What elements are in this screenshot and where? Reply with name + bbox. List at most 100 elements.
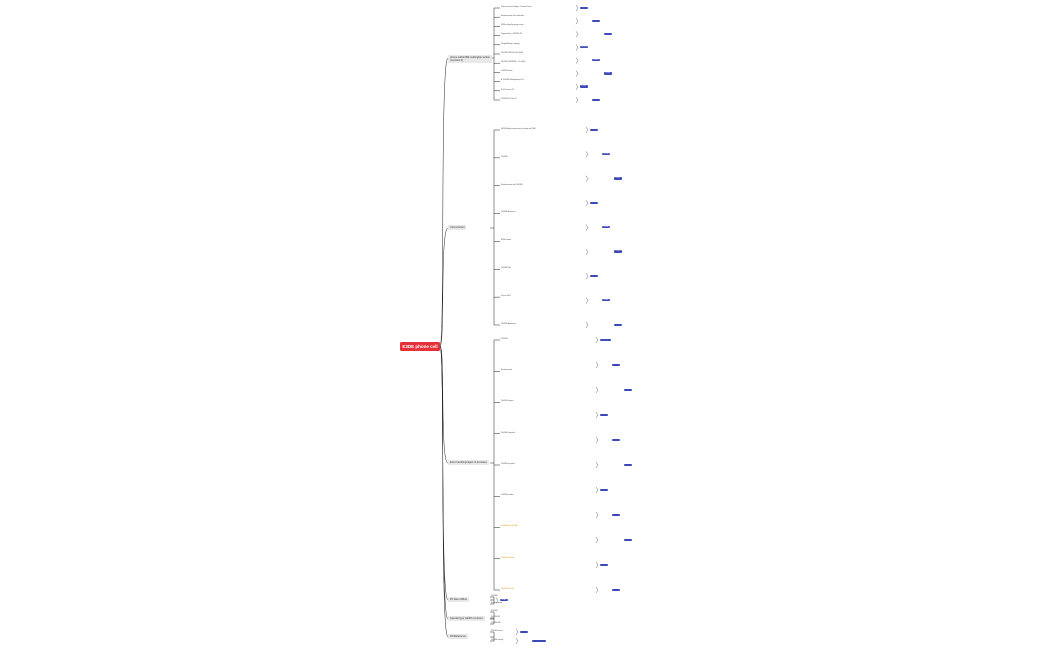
leaf-node[interactable]: Ph-E3DE mailer (501, 71, 513, 73)
tag-badge: Ph-E3 (580, 85, 588, 88)
connector-line (595, 561, 599, 569)
connector-line (585, 321, 589, 329)
tag-badge: Ph_HR (604, 32, 613, 36)
connector-line (585, 199, 589, 207)
tag-badge: Ph_HR (602, 152, 611, 156)
tag-badge: Ph-E3 (604, 72, 612, 75)
tag-badge: Ph_E3 (580, 46, 588, 49)
connector-line (575, 57, 579, 64)
branch-node[interactable]: Special type call/Ph contract (448, 616, 485, 621)
leaf-node[interactable]: Reimbursement with Ph-E3DE (501, 184, 523, 186)
tag-badge: Ph-HR (602, 226, 610, 229)
tag-badge: Ph-E3 (600, 563, 608, 566)
tag-badge: Ph-E3 (500, 599, 508, 602)
connector-line (439, 345, 449, 601)
connector-line (575, 18, 579, 25)
tag-badge: Ph-HR (600, 413, 608, 416)
connector-line (585, 273, 589, 280)
connector-line (595, 336, 599, 344)
connector-line (585, 224, 589, 231)
leaf-node[interactable]: Ph-E3DE DSID\ChIt Xtra (H20) (501, 52, 524, 54)
tag-badge: Ph-E3 (624, 463, 632, 466)
tag-badge: Ph-HR (614, 250, 622, 253)
leaf-node[interactable]: Ph-E3DE Agreement (501, 323, 516, 325)
connector-line (595, 411, 599, 419)
leaf-node[interactable]: Ph-E3DE HR (491, 622, 501, 624)
branch-node[interactable]: phone call E3DE mailingbox action (contr… (448, 55, 493, 63)
leaf-node[interactable]: Ph-E3DE number (501, 495, 514, 497)
connector-line (595, 586, 599, 594)
tag-badge: Ph-HR (612, 513, 620, 516)
root-node[interactable]: E3DE phone cell (400, 342, 440, 351)
connector-line (585, 126, 589, 134)
tag-badge: Ph_E3 (590, 128, 598, 131)
leaf-node[interactable]: A: Ph-E3DE Mailing/Hermes Ph... (501, 80, 525, 82)
branch-node[interactable]: Ph/Reference (448, 634, 468, 639)
leaf-node[interactable]: Ph-E3DE E3 (491, 616, 501, 618)
leaf-node[interactable]: Design/Manage Language (501, 43, 520, 45)
leaf-node[interactable]: E3DE number (501, 240, 512, 242)
tag-badge: Ph-E3 (624, 538, 632, 541)
connector-line (575, 44, 579, 51)
leaf-node[interactable]: E3DE mailing flag group contact (501, 25, 524, 27)
branch-node[interactable]: Error handling/reject of E-Cases (448, 460, 489, 465)
tag-badge: Ph-E3 (602, 299, 610, 302)
connector-line (575, 70, 579, 77)
leaf-node[interactable]: Ph-E3DE (491, 610, 498, 612)
connector-line (595, 361, 599, 369)
tag-badge: Ph-HR (614, 323, 622, 326)
leaf-node[interactable]: Triggers flow >> E3DE\Ph-XX (501, 34, 523, 36)
branch-connectors (439, 4, 599, 645)
branch-node[interactable]: Cell contract (448, 225, 467, 230)
connector-line (585, 297, 589, 304)
connector-line (595, 386, 599, 394)
leaf-node[interactable]: Ph-E3DE mailing (491, 639, 504, 641)
leaf-node[interactable]: Ph-E3DE (501, 156, 508, 158)
leaf-node[interactable]: Reimbursement (491, 602, 503, 604)
leaf-node[interactable]: Ph-E3DE Error (Ph.HR) (501, 526, 518, 528)
leaf-node[interactable]: Reimbursement with certification (501, 16, 525, 17)
tag-badge: Ph_E3_HR (600, 338, 612, 341)
leaf-node[interactable]: Reimbursement (501, 370, 513, 372)
leaf-node[interactable]: E3DE Multiple parties must be hosting on… (501, 128, 536, 130)
leaf-node[interactable]: Pay out 100% (501, 295, 511, 297)
leaf-node[interactable]: Ph-E3DE (491, 595, 498, 597)
branch-node[interactable]: Ph ident offline (448, 597, 470, 602)
leaf-node[interactable]: Rs-Ph ensures Ph (501, 89, 514, 91)
connector-line (575, 83, 579, 90)
connector-line (439, 227, 449, 347)
tag-badge: Ph-E3 (592, 98, 600, 101)
connector-line (439, 345, 449, 464)
connector-line (439, 57, 449, 347)
leaf-node[interactable]: Ph-E3DE Assurance (501, 212, 516, 214)
connector-line (595, 536, 599, 544)
leaf-node[interactable]: Ph-E3DE complaint (501, 432, 515, 434)
leaf-node[interactable]: Ph-E3DE accepted (501, 463, 515, 465)
leaf-node[interactable]: Ph-E3DE source (491, 630, 503, 632)
tag-badge: Ph-E3DE Refer (532, 639, 547, 642)
tag-badge: Ph-E3 (612, 438, 620, 441)
tag-badge: Ph-E3 (520, 630, 528, 633)
connector-line (585, 248, 589, 256)
leaf-node[interactable]: Ph-E3DE (501, 338, 508, 340)
leaf-node[interactable]: Ph-E3DE XX Date Ph (501, 98, 517, 100)
connector-line (595, 511, 599, 519)
connector-line (595, 486, 599, 494)
leaf-node[interactable]: Ph-E3DE On hold (501, 588, 514, 590)
connector-line (595, 436, 599, 444)
leaf-node[interactable]: Ph-E3DE request (501, 401, 514, 403)
leaf-node[interactable]: Ecole sans Faros Bergay – Hermes France (501, 6, 532, 8)
leaf-node[interactable]: Ph-E3DE flow (501, 268, 511, 270)
connector-line (595, 461, 599, 469)
leaf-node[interactable]: Ph-E3DE DSID/E3DE ...Ch-CH(G) (501, 62, 526, 63)
leaf-node[interactable]: Ph-E3DE Declined (501, 557, 515, 559)
tag-badge: Ph_E3 (592, 19, 600, 22)
tag-badge: Ph-HR (612, 363, 620, 366)
tag-badge: Ph-E3 (590, 201, 598, 204)
connector-line (575, 31, 579, 38)
tag-badge: Ph_HR (580, 6, 589, 9)
connector-line (495, 597, 499, 604)
tag-badge: Ph-E3 (612, 588, 620, 591)
connector-line (515, 628, 519, 636)
